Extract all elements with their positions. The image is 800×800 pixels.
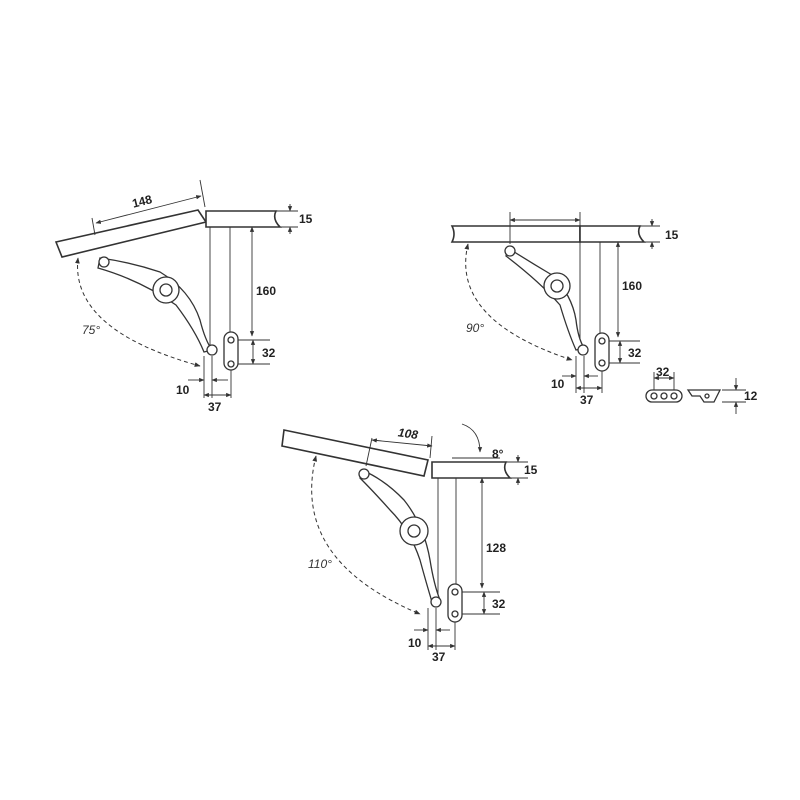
lid-pivot: [98, 256, 110, 268]
plate-screw-hole: [670, 392, 678, 400]
tilt-arrow: [461, 423, 483, 453]
plate-spacing-label: 32: [628, 346, 642, 360]
hinge-arm: [359, 469, 441, 603]
plate-width-label: 32: [656, 365, 670, 379]
cabinet-top-board: [431, 461, 512, 479]
swing-arc: [311, 455, 421, 615]
plate-height-label: 12: [744, 389, 758, 403]
cabinet-top-board: [205, 210, 282, 228]
thickness-label: 15: [524, 463, 538, 477]
dimension-line-108: [371, 438, 433, 448]
hinge-diagram-110: 110° 108 8° 15 128 32 10 37: [281, 423, 538, 664]
plate-screw-hole: [227, 360, 235, 368]
height-label: 128: [486, 541, 506, 555]
angle-label: 75°: [82, 323, 100, 337]
lid-length-label: 148: [131, 192, 154, 211]
plate-spacing-label: 32: [492, 597, 506, 611]
offset-large-label: 37: [208, 400, 222, 414]
thickness-label: 15: [665, 228, 679, 242]
plate-screw-hole: [598, 337, 606, 345]
swing-arc: [464, 243, 573, 361]
base-pivot: [577, 344, 589, 356]
extension-line: [199, 179, 206, 208]
spring-housing-center: [159, 283, 173, 297]
plate-screw-hole: [598, 359, 606, 367]
plate-screw-hole: [451, 588, 459, 596]
hinge-diagram-75: 75° 148 15 160 32 10 37: [54, 179, 313, 414]
extension-line: [429, 435, 433, 459]
extension-line: [91, 217, 96, 236]
offset-large-label: 37: [580, 393, 594, 407]
lid-length-label: 108: [397, 425, 419, 442]
spring-housing-center: [407, 524, 421, 538]
hinge-arm: [97, 257, 214, 353]
cabinet-top-board: [579, 225, 646, 243]
tilt-angle-label: 8°: [492, 447, 504, 461]
extension-line: [365, 437, 373, 467]
mounting-plate-detail: 32 12: [645, 365, 758, 414]
offset-large-label: 37: [432, 650, 446, 664]
lid-board: [54, 209, 208, 258]
base-pivot: [206, 344, 218, 356]
plate-spacing-label: 32: [262, 346, 276, 360]
hinge-arm: [505, 246, 586, 351]
plate-screw-hole: [660, 392, 668, 400]
base-pivot: [430, 596, 442, 608]
spring-housing-center: [550, 279, 564, 293]
hinge-diagram-90: 90° 15 160 32 10 37: [450, 212, 679, 407]
angle-label: 90°: [466, 321, 484, 335]
angle-label: 110°: [308, 557, 332, 571]
plate-screw-hole: [451, 610, 459, 618]
plate-side-view: [686, 389, 722, 403]
plate-side-hole: [704, 393, 710, 399]
lid-pivot: [504, 245, 516, 257]
lid-pivot: [358, 468, 370, 480]
height-label: 160: [256, 284, 276, 298]
offset-small-label: 10: [551, 377, 565, 391]
plate-screw-hole: [227, 336, 235, 344]
height-label: 160: [622, 279, 642, 293]
thickness-label: 15: [299, 212, 313, 226]
offset-small-label: 10: [408, 636, 422, 650]
swing-arc: [75, 257, 201, 367]
offset-small-label: 10: [176, 383, 190, 397]
plate-screw-hole: [650, 392, 658, 400]
dimension-line-148: [95, 195, 202, 224]
lid-board: [450, 225, 581, 243]
